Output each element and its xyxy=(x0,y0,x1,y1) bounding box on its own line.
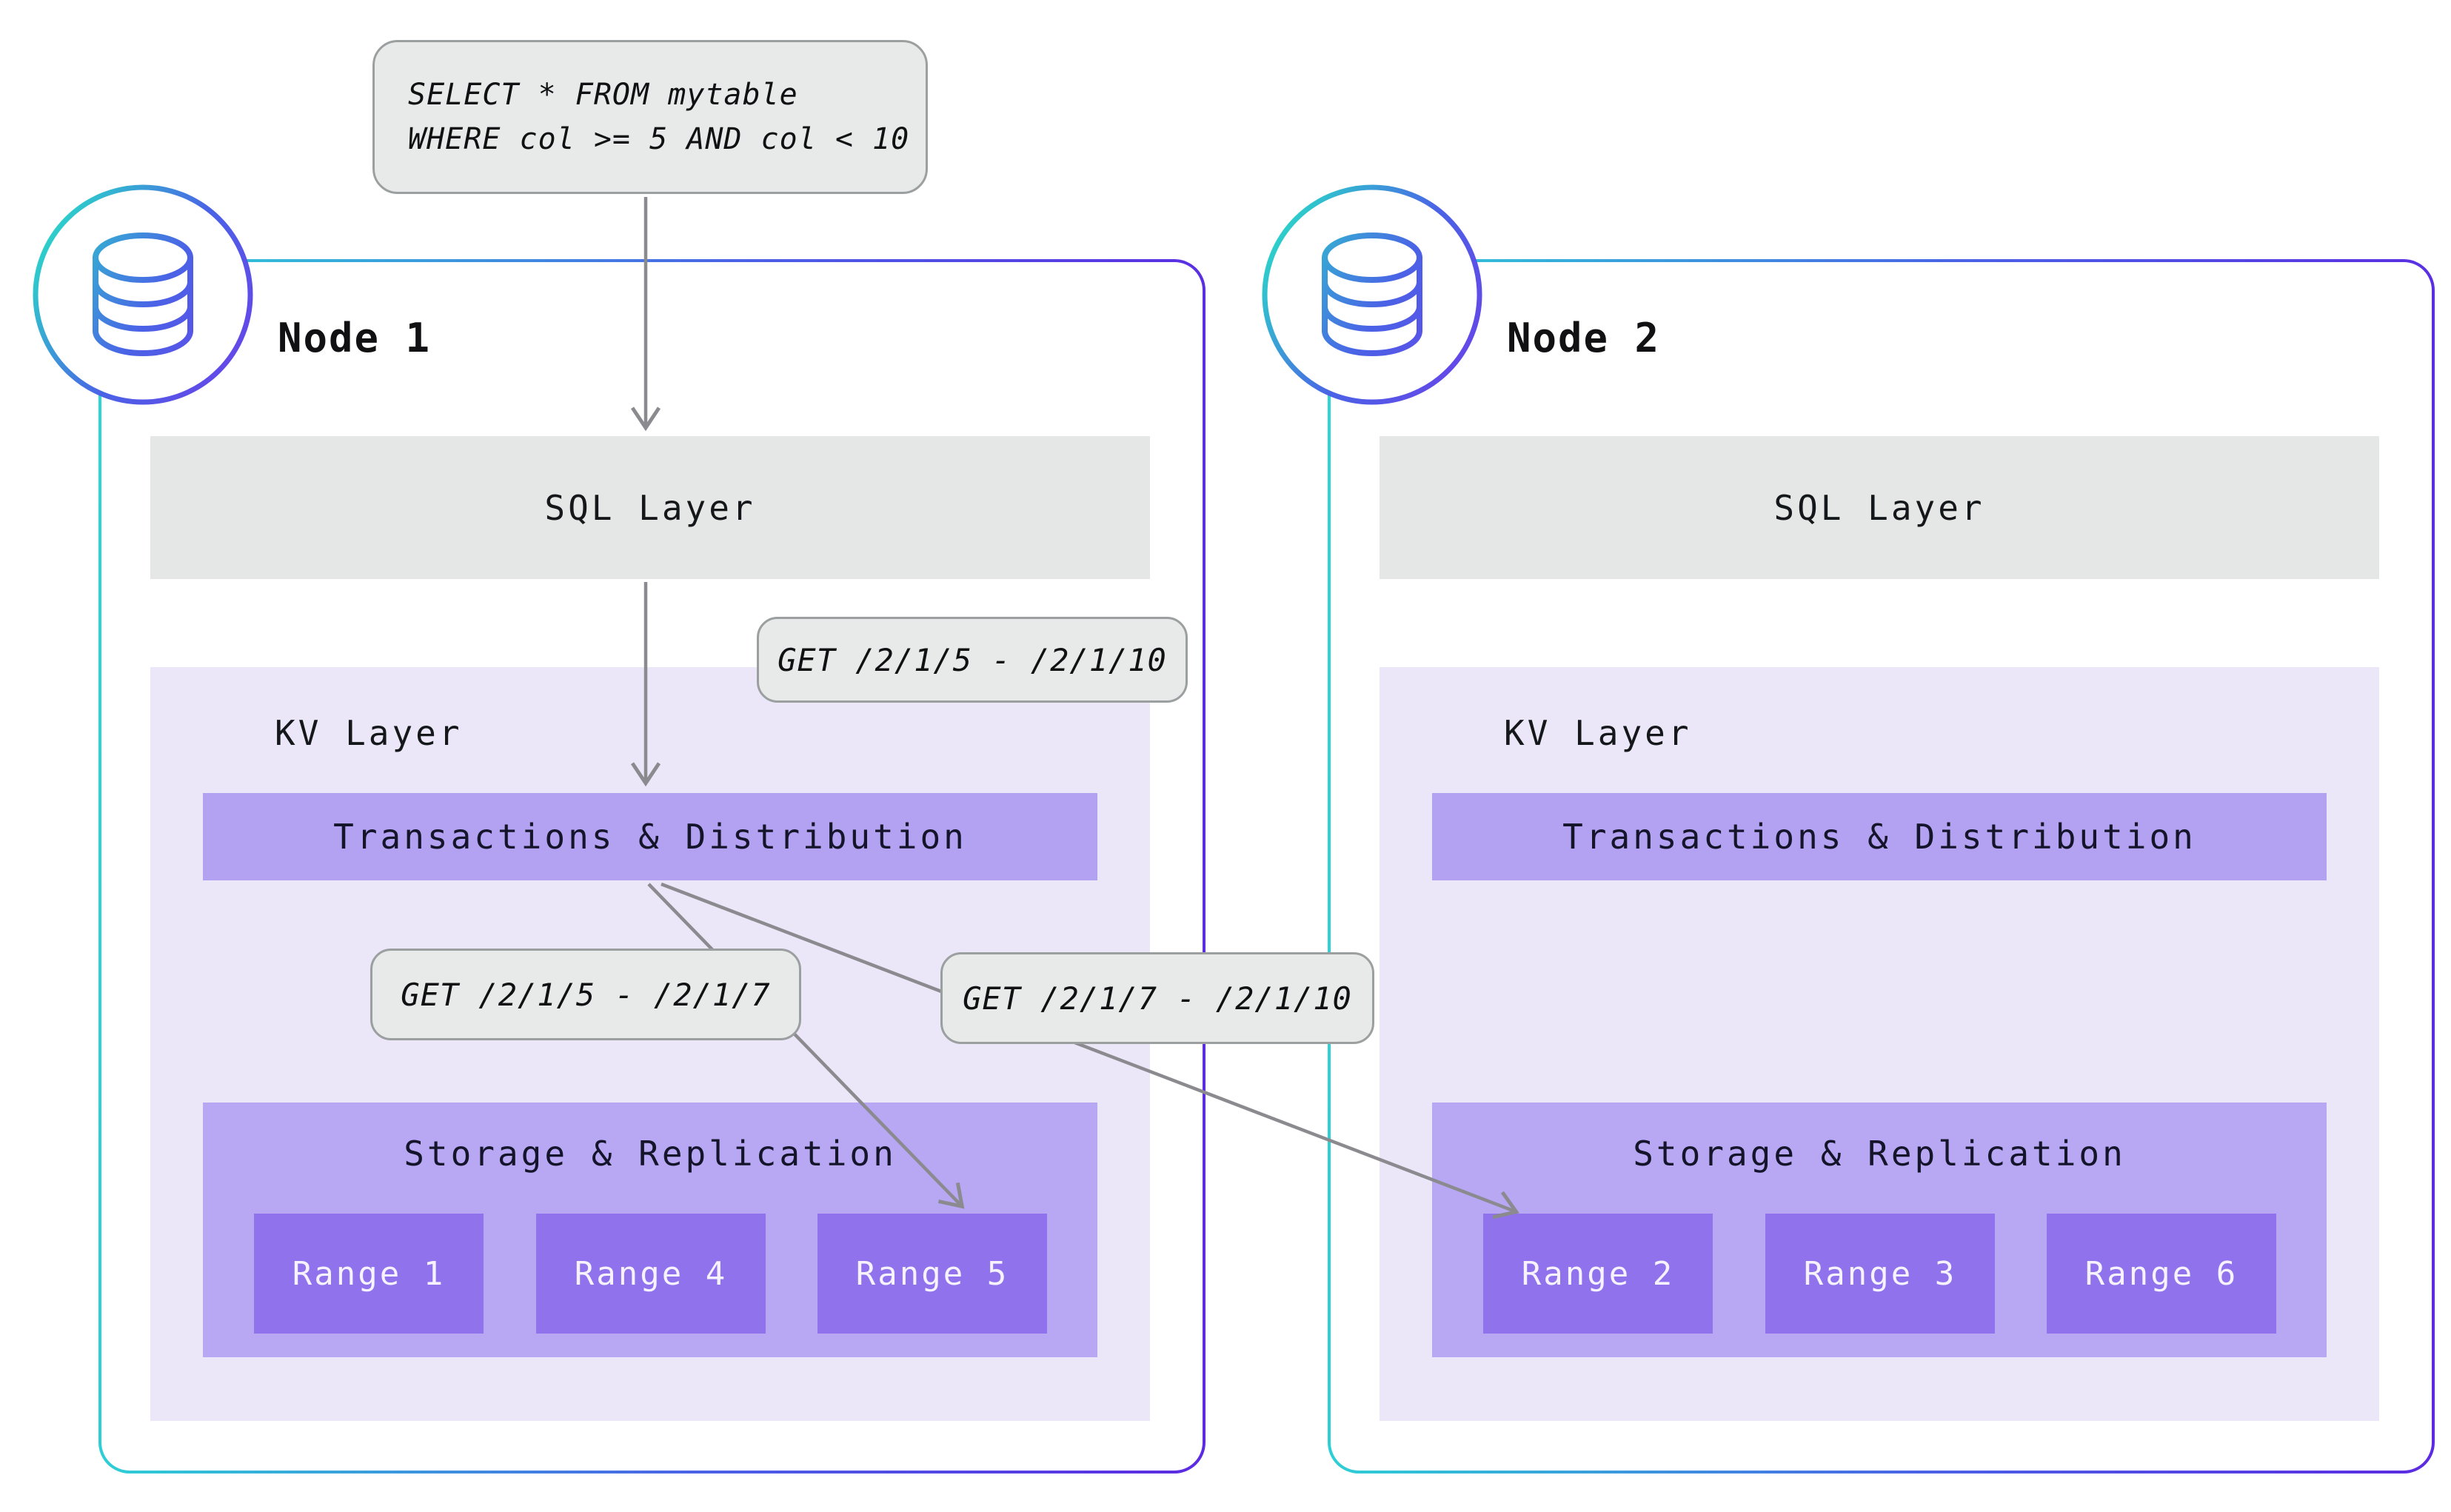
node-title: Node 2 xyxy=(1507,315,1661,361)
sql-layer-label: SQL Layer xyxy=(1773,487,1985,528)
storage-replication-box: Storage & Replication Range 2 Range 3 Ra… xyxy=(1432,1103,2327,1357)
range-box: Range 1 xyxy=(254,1214,484,1334)
sql-query-line1: SELECT * FROM mytable xyxy=(408,78,798,112)
transactions-distribution-label: Transactions & Distribution xyxy=(1562,817,2196,857)
range-box: Range 5 xyxy=(817,1214,1047,1334)
kv-layer-label: KV Layer xyxy=(1504,713,1692,753)
node-2-box: Node 2 SQL Layer KV Layer Transactions &… xyxy=(1262,184,2435,1473)
transactions-distribution-bar: Transactions & Distribution xyxy=(1432,793,2327,880)
node-1-box: Node 1 SQL Layer KV Layer Transactions &… xyxy=(33,184,1206,1473)
sql-query-line2: WHERE col >= 5 AND col < 10 xyxy=(408,122,910,156)
range-box: Range 3 xyxy=(1765,1214,1995,1334)
transactions-distribution-bar: Transactions & Distribution xyxy=(203,793,1097,880)
database-icon xyxy=(1262,184,1482,405)
range-box: Range 2 xyxy=(1483,1214,1713,1334)
sql-layer: SQL Layer xyxy=(1380,436,2379,579)
sql-query-box: SELECT * FROM mytable WHERE col >= 5 AND… xyxy=(372,40,928,194)
range-box: Range 4 xyxy=(536,1214,766,1334)
storage-replication-label: Storage & Replication xyxy=(1633,1134,2126,1174)
kv-layer-label: KV Layer xyxy=(275,713,463,753)
kv-layer: KV Layer Transactions & Distribution Sto… xyxy=(150,667,1150,1421)
storage-replication-box: Storage & Replication Range 1 Range 4 Ra… xyxy=(203,1103,1097,1357)
sql-layer-label: SQL Layer xyxy=(544,487,756,528)
get-range-left-label: GET /2/1/5 - /2/1/7 xyxy=(370,949,801,1040)
get-range-full-label: GET /2/1/5 - /2/1/10 xyxy=(757,617,1188,703)
get-range-right-label: GET /2/1/7 - /2/1/10 xyxy=(940,952,1374,1044)
database-icon xyxy=(33,184,253,405)
kv-layer: KV Layer Transactions & Distribution Sto… xyxy=(1380,667,2379,1421)
node-title: Node 1 xyxy=(278,315,432,361)
range-box: Range 6 xyxy=(2047,1214,2276,1334)
storage-replication-label: Storage & Replication xyxy=(404,1134,897,1174)
sql-layer: SQL Layer xyxy=(150,436,1150,579)
transactions-distribution-label: Transactions & Distribution xyxy=(333,817,967,857)
